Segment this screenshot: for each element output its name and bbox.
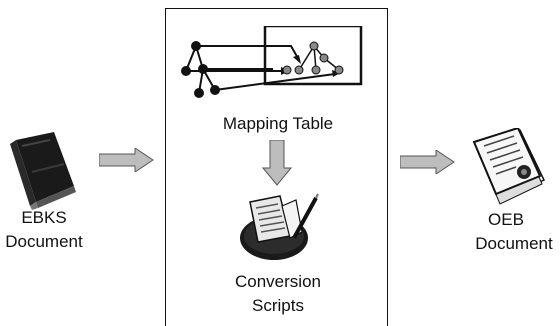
oeb-label-line2: Document	[475, 234, 553, 253]
arrow-down-icon	[262, 140, 292, 186]
ebks-label-line1: EBKS	[21, 208, 67, 227]
arrow-right-icon	[400, 150, 456, 174]
mapping-table-label: Mapping Table	[222, 114, 334, 133]
certificate-document-icon	[470, 128, 550, 208]
conversion-label-line1: Conversion	[235, 272, 321, 291]
scripts-icon	[236, 192, 320, 262]
oeb-label-line1: OEB	[488, 210, 524, 229]
book-icon	[2, 130, 84, 212]
ebks-document: EBKS Document	[0, 130, 90, 310]
process-frame	[165, 8, 388, 326]
ebks-label-line2: Document	[5, 232, 83, 251]
oeb-document: OEB Document	[462, 128, 560, 326]
conversion-label-line2: Scripts	[252, 296, 304, 315]
arrow-right-icon	[99, 148, 155, 172]
tree-mapping-icon	[173, 26, 365, 112]
